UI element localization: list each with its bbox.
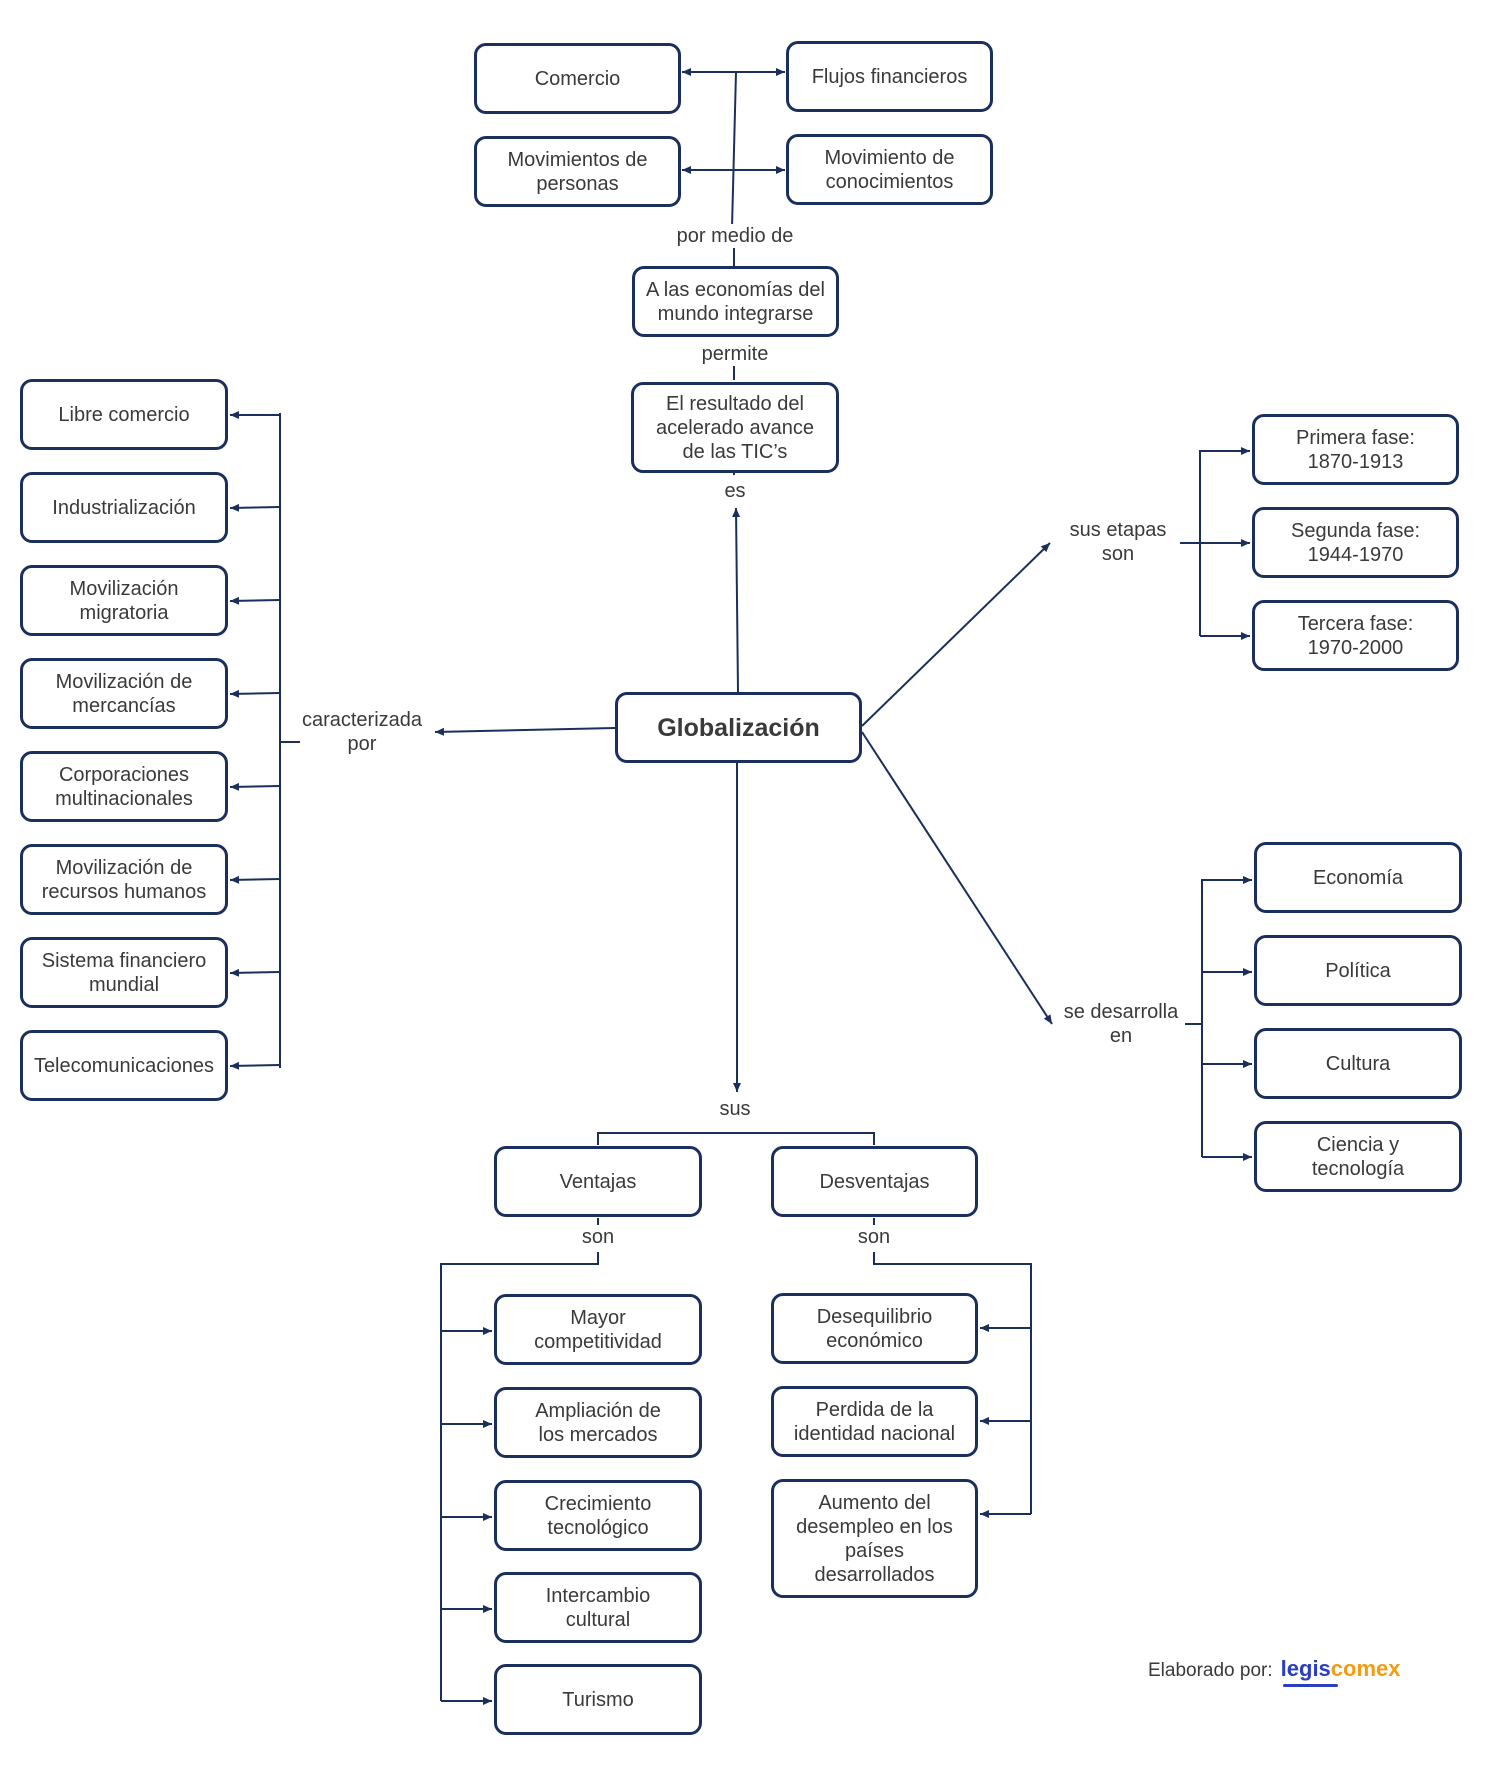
node-perdida-identidad-nacional[interactable]: Perdida de la identidad nacional	[771, 1386, 978, 1457]
node-cultura[interactable]: Cultura	[1254, 1028, 1462, 1099]
node-mayor-competitividad[interactable]: Mayor competitividad	[494, 1294, 702, 1365]
node-flujos-financieros[interactable]: Flujos financieros	[786, 41, 993, 112]
label-son-desventajas: son	[855, 1225, 893, 1249]
label-es: es	[722, 479, 748, 503]
node-corporaciones-multinacionales[interactable]: Corporaciones multinacionales	[20, 751, 228, 822]
node-libre-comercio[interactable]: Libre comercio	[20, 379, 228, 450]
node-movimiento-conocimientos[interactable]: Movimiento de conocimientos	[786, 134, 993, 205]
logo-underline	[1282, 1684, 1339, 1687]
node-comercio[interactable]: Comercio	[474, 43, 681, 114]
node-aumento-desempleo[interactable]: Aumento del desempleo en los países desa…	[771, 1479, 978, 1598]
node-economia[interactable]: Economía	[1254, 842, 1462, 913]
node-telecomunicaciones[interactable]: Telecomunicaciones	[20, 1030, 228, 1101]
node-ventajas[interactable]: Ventajas	[494, 1146, 702, 1217]
node-segunda-fase[interactable]: Segunda fase: 1944-1970	[1252, 507, 1459, 578]
label-por-medio-de: por medio de	[674, 224, 796, 248]
label-caracterizada-por: caracterizada por	[299, 708, 425, 756]
credit-prefix: Elaborado por:	[1148, 1660, 1273, 1681]
label-se-desarrolla-en: se desarrolla en	[1061, 1000, 1181, 1048]
node-crecimiento-tecnologico[interactable]: Crecimiento tecnológico	[494, 1480, 702, 1551]
node-desequilibrio-economico[interactable]: Desequilibrio económico	[771, 1293, 978, 1364]
label-permite: permite	[699, 342, 771, 366]
node-turismo[interactable]: Turismo	[494, 1664, 702, 1735]
node-tercera-fase[interactable]: Tercera fase: 1970-2000	[1252, 600, 1459, 671]
node-resultado-tic[interactable]: El resultado del acelerado avance de las…	[631, 382, 839, 473]
node-primera-fase[interactable]: Primera fase: 1870-1913	[1252, 414, 1459, 485]
legiscomex-logo: legiscomex	[1280, 1656, 1401, 1687]
globalizacion-node[interactable]: Globalización	[615, 692, 862, 763]
node-movimientos-personas[interactable]: Movimientos de personas	[474, 136, 681, 207]
node-movilizacion-mercancias[interactable]: Movilización de mercancías	[20, 658, 228, 729]
label-sus: sus	[717, 1097, 753, 1121]
logo-part-comex: comex	[1330, 1656, 1401, 1681]
node-desventajas[interactable]: Desventajas	[771, 1146, 978, 1217]
node-movilizacion-recursos-humanos[interactable]: Movilización de recursos humanos	[20, 844, 228, 915]
label-son-ventajas: son	[579, 1225, 617, 1249]
credit: Elaborado por: legiscomex	[1148, 1656, 1401, 1687]
node-sistema-financiero-mundial[interactable]: Sistema financiero mundial	[20, 937, 228, 1008]
node-intercambio-cultural[interactable]: Intercambio cultural	[494, 1572, 702, 1643]
node-economias-integrarse[interactable]: A las economías del mundo integrarse	[632, 266, 839, 337]
node-movilizacion-migratoria[interactable]: Movilización migratoria	[20, 565, 228, 636]
node-industrializacion[interactable]: Industrialización	[20, 472, 228, 543]
logo-part-legis: legis	[1280, 1656, 1331, 1681]
node-ampliacion-mercados[interactable]: Ampliación de los mercados	[494, 1387, 702, 1458]
node-ciencia-tecnologia[interactable]: Ciencia y tecnología	[1254, 1121, 1462, 1192]
label-sus-etapas-son: sus etapas son	[1067, 518, 1169, 566]
node-politica[interactable]: Política	[1254, 935, 1462, 1006]
